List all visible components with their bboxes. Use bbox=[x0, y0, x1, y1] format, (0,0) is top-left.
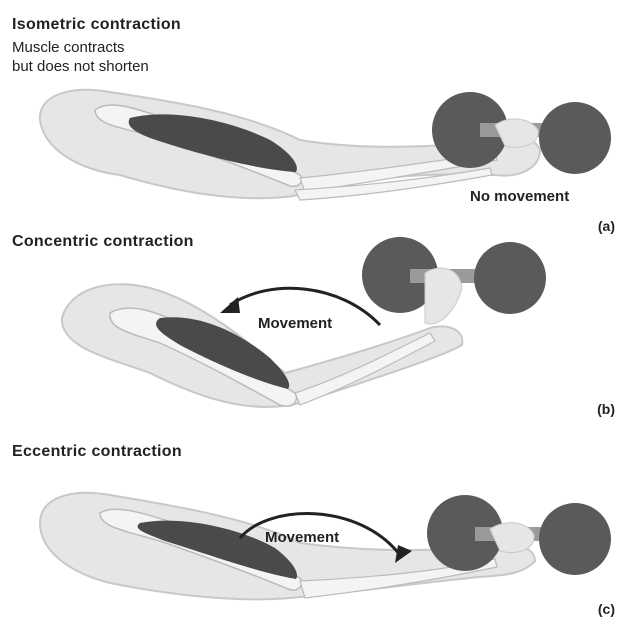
panel-letter-c: (c) bbox=[598, 601, 615, 617]
panel-title: Isometric contraction bbox=[12, 16, 181, 34]
arm-illustration-concentric bbox=[0, 233, 619, 433]
panel-eccentric: Eccentric contraction Movement (c) bbox=[0, 433, 619, 619]
annotation-movement: Movement bbox=[265, 529, 339, 546]
annotation-no-movement: No movement bbox=[470, 188, 569, 205]
panel-title: Eccentric contraction bbox=[12, 443, 182, 461]
panel-title: Concentric contraction bbox=[12, 233, 194, 251]
panel-letter-b: (b) bbox=[597, 401, 615, 417]
panel-concentric: Concentric contraction Movement (b) bbox=[0, 233, 619, 433]
panel-subtitle-line-2: but does not shorten bbox=[12, 57, 149, 76]
dumbbell-icon bbox=[362, 237, 546, 324]
panel-letter-a: (a) bbox=[598, 218, 615, 234]
panel-subtitle-line-1: Muscle contracts bbox=[12, 38, 125, 57]
annotation-movement: Movement bbox=[258, 315, 332, 332]
panel-isometric: Isometric contraction Muscle contracts b… bbox=[0, 0, 619, 233]
